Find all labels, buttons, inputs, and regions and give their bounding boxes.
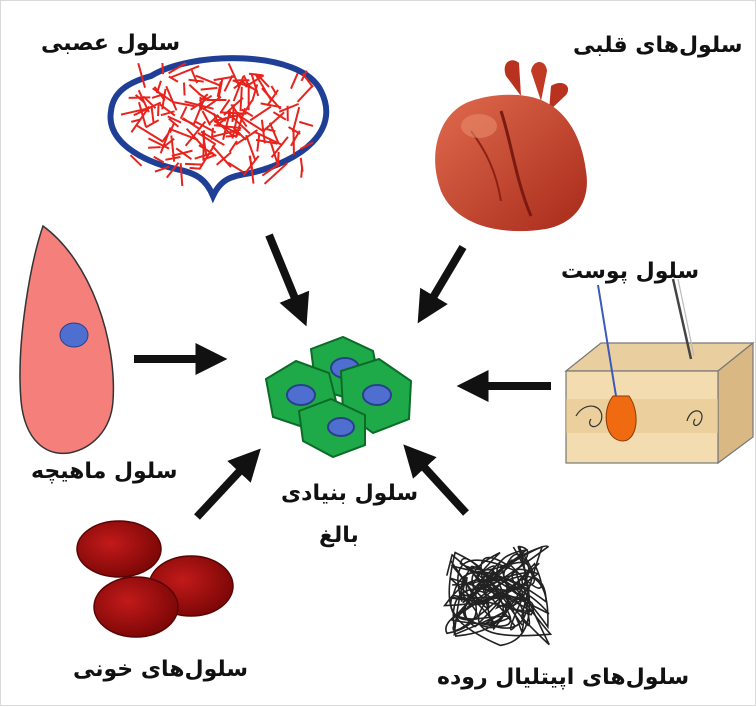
nerve-fiber [158,105,159,116]
nerve-fiber [184,83,185,96]
label-muscle-cell: سلول ماهیچه [31,459,177,484]
hair-follicle [606,396,636,441]
arrow-intestine-to-stem [413,455,466,513]
muscle-cell-illustration [20,226,113,453]
blood-cells-illustration [77,521,233,637]
nerve-fiber [301,166,302,177]
label-heart-cells: سلول‌های قلبی [573,33,742,58]
nerve-fiber [148,147,161,148]
label-nerve-cell: سلول عصبی [41,31,180,56]
stem-cell-cluster [266,337,411,457]
nerve-fiber [185,164,203,165]
heart-illustration [435,60,587,231]
skin-block-illustration [566,279,753,463]
intestine-epithelial-illustration [445,546,551,645]
label-stem-cell-line1: سلول بنیادی [281,481,418,506]
nerve-fiber [200,97,201,111]
arrow-nerve-to-stem [269,235,301,313]
nerve-fiber [190,168,200,169]
arrow-blood-to-stem [197,459,251,517]
label-blood-cells: سلول‌های خونی [73,657,248,682]
label-intestine-cells: سلول‌های اپیتلیال روده [437,665,689,690]
label-skin-cell: سلول پوست [561,259,699,284]
label-stem-cell-line2: بالغ [319,523,359,548]
arrow-heart-to-stem [425,247,463,311]
nerve-cell-illustration [111,58,327,196]
nerve-fiber [162,63,163,74]
heart-body [435,95,587,231]
muscle-cell-nucleus [60,323,88,347]
